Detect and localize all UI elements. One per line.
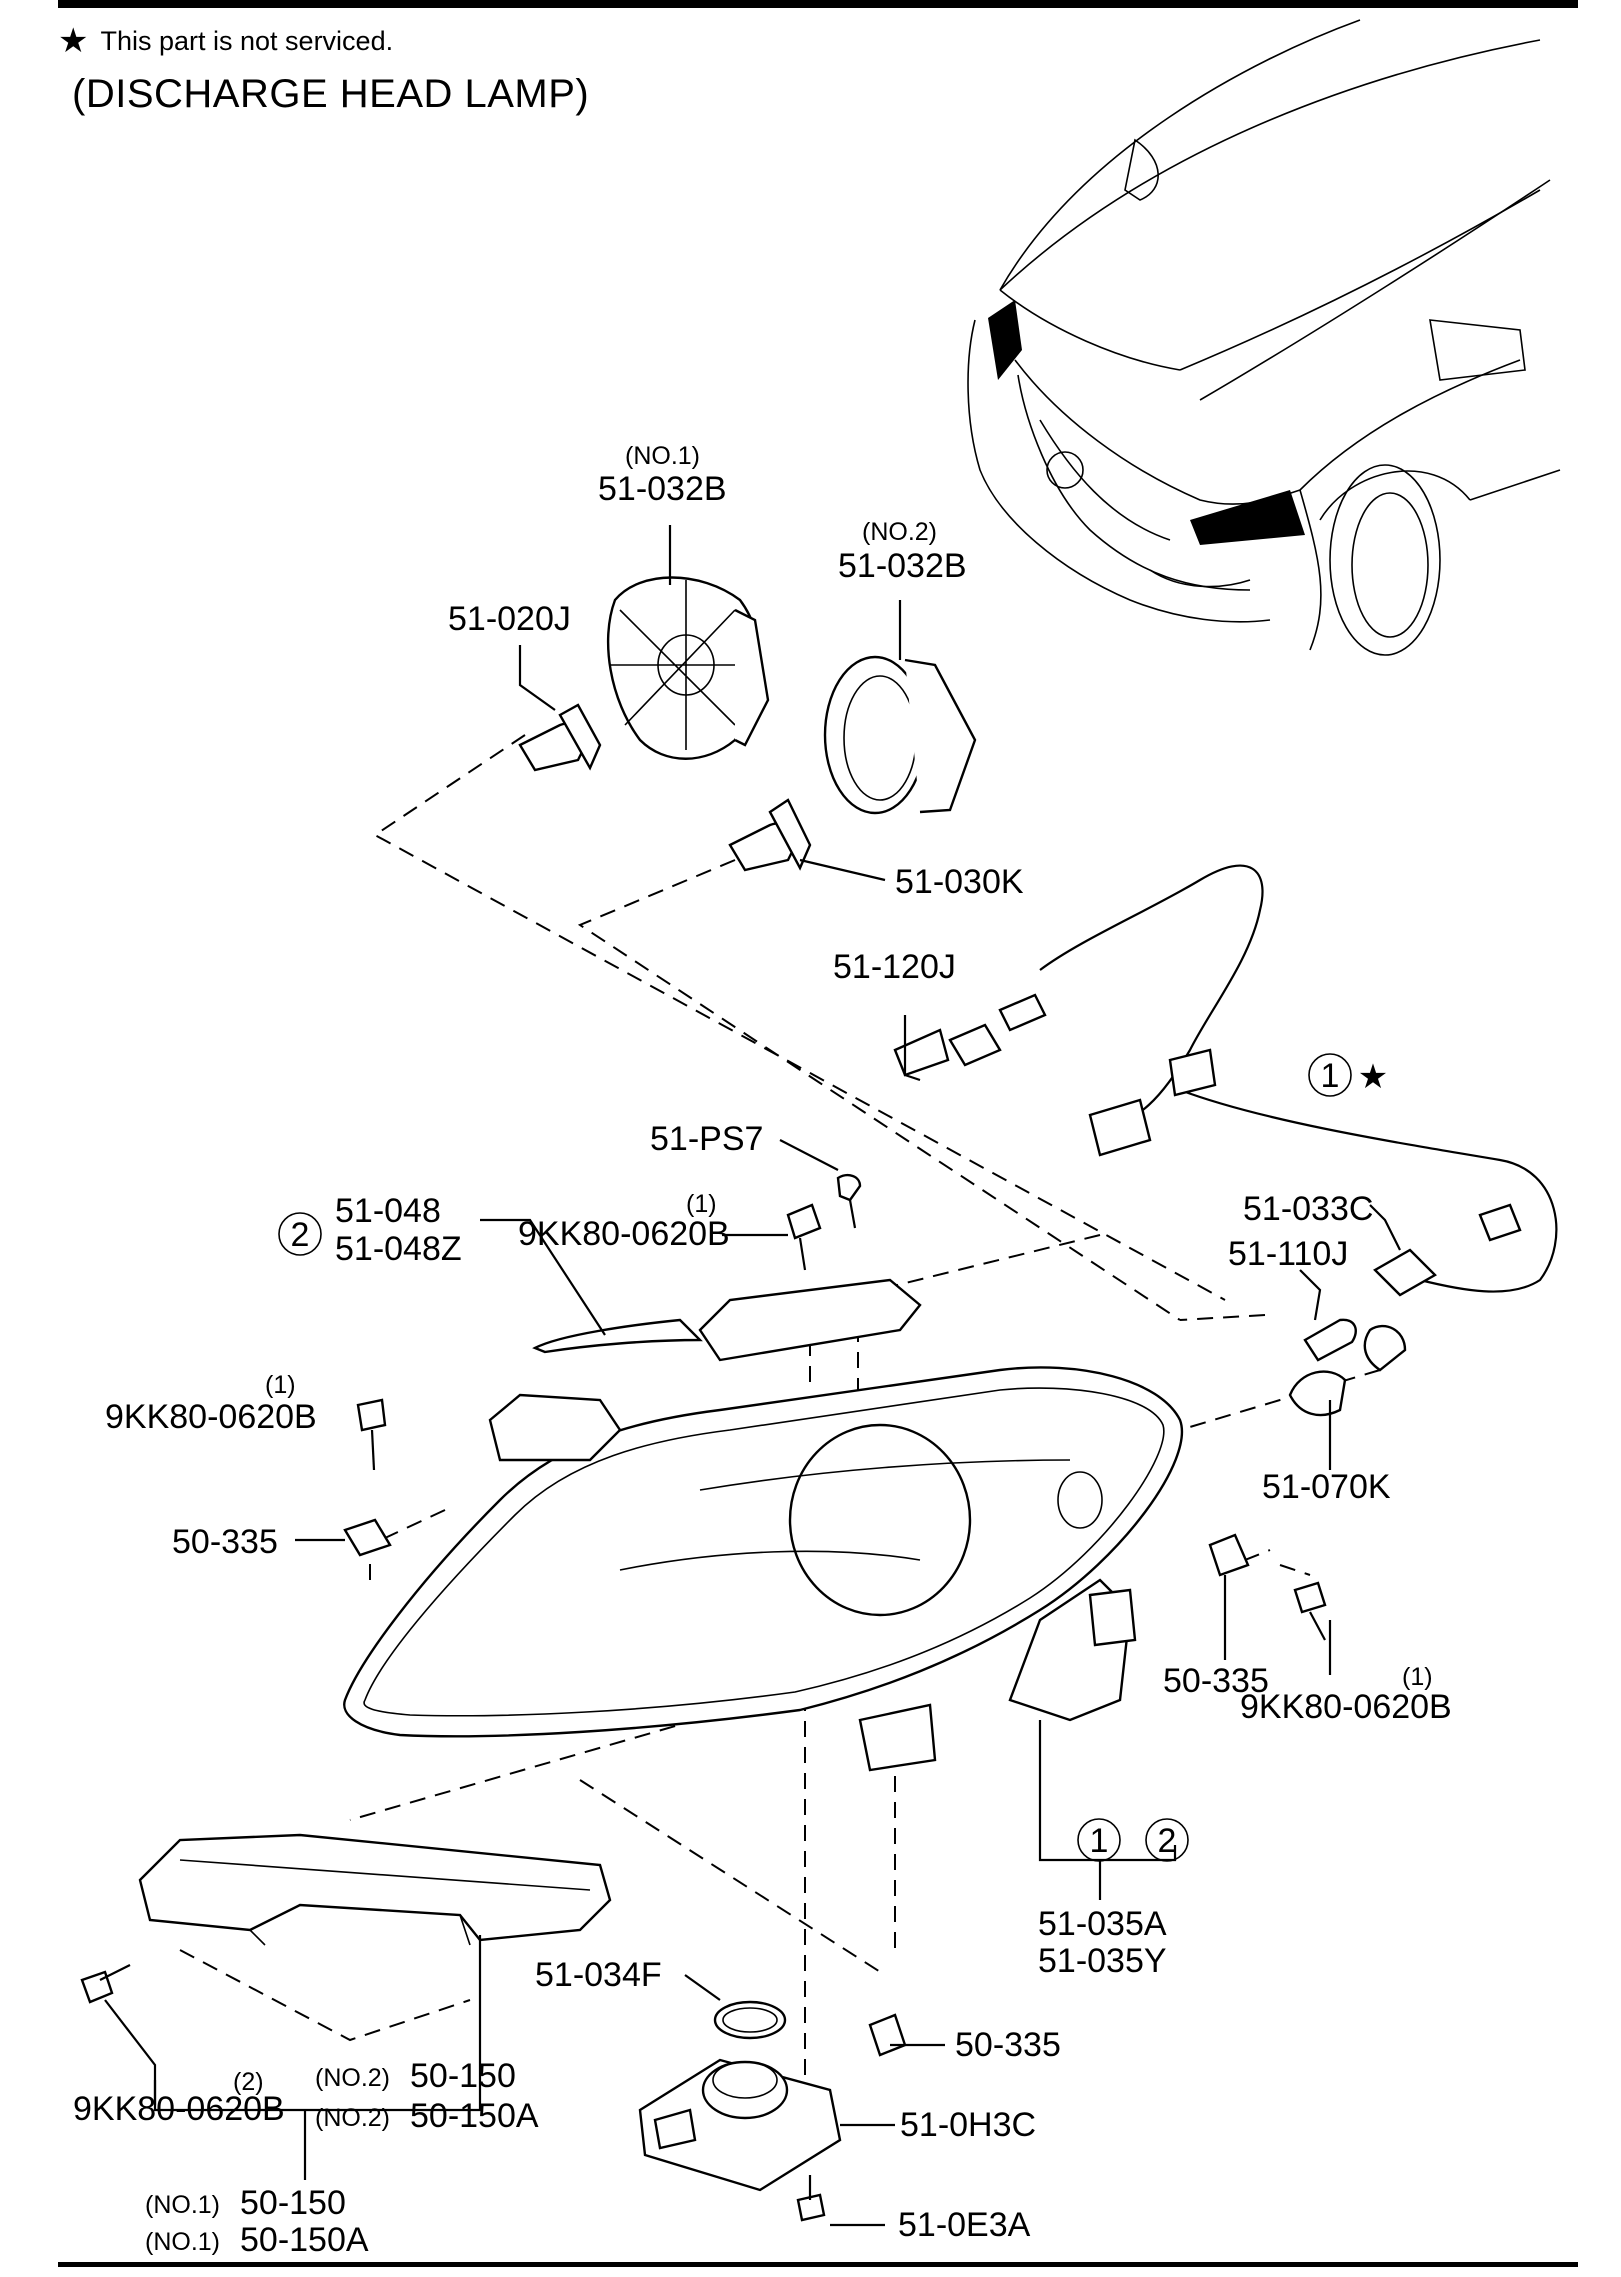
label-51-032b-no2: 51-032B bbox=[838, 547, 967, 585]
circled-ref-1-housing: 1 bbox=[1077, 1818, 1121, 1862]
label-51-034f: 51-034F bbox=[535, 1956, 662, 1994]
label-qualifier: (2) bbox=[233, 2068, 264, 2096]
bulb-cover-no2 bbox=[823, 655, 977, 815]
bulb-cover-no1 bbox=[606, 576, 770, 760]
label-qualifier: (1) bbox=[686, 1190, 717, 1218]
seal-ring bbox=[713, 2000, 787, 2040]
leader-lines bbox=[104, 525, 1401, 2227]
label-9kk80-left: 9KK80-0620B bbox=[105, 1398, 317, 1436]
label-51-070k: 51-070K bbox=[1262, 1468, 1391, 1506]
label-qualifier: (1) bbox=[1402, 1663, 1433, 1691]
svg-text:2: 2 bbox=[1158, 1822, 1177, 1860]
label-50-150a-no2: 50-150A bbox=[410, 2097, 539, 2135]
label-51-0h3c: 51-0H3C bbox=[900, 2106, 1036, 2144]
socket-51-033c bbox=[1373, 1248, 1437, 1297]
star-icon: ★ bbox=[58, 22, 89, 60]
label-51-030k: 51-030K bbox=[895, 863, 1024, 901]
ballast-unit bbox=[638, 2058, 842, 2192]
circled-ref-2-bracket: 2 bbox=[278, 1212, 322, 1256]
label-9kk80-lower: 9KK80-0620B bbox=[73, 2090, 285, 2128]
bracket-51-048 bbox=[532, 1318, 703, 1354]
label-51-020j: 51-020J bbox=[448, 600, 571, 638]
service-note: ★ This part is not serviced. bbox=[58, 24, 393, 58]
label-qualifier: (NO.2) bbox=[315, 2064, 390, 2092]
label-qualifier: (NO.1) bbox=[145, 2191, 220, 2219]
label-51-110j: 51-110J bbox=[1228, 1235, 1348, 1273]
label-51-033c: 51-033C bbox=[1243, 1190, 1373, 1228]
part-labels: (NO.1) 51-032B (NO.2) 51-032B 51-020J 51… bbox=[73, 442, 1452, 2259]
top-rule bbox=[58, 0, 1578, 8]
label-51-ps7: 51-PS7 bbox=[650, 1120, 763, 1158]
label-qualifier: (NO.1) bbox=[145, 2228, 220, 2256]
label-50-335-lower: 50-335 bbox=[955, 2026, 1061, 2064]
bulb-51-070k bbox=[1288, 1324, 1407, 1417]
clip-nut-icons bbox=[343, 1518, 1250, 2057]
star-icon: ★ bbox=[1358, 1058, 1388, 1096]
label-50-335-left: 50-335 bbox=[172, 1523, 278, 1561]
label-qualifier: (NO.2) bbox=[315, 2104, 390, 2132]
label-51-032b-no1: 51-032B bbox=[598, 470, 727, 508]
bulb-51-030k bbox=[728, 798, 812, 872]
label-51-120j: 51-120J bbox=[833, 948, 956, 986]
label-9kk80-right: 9KK80-0620B bbox=[1240, 1688, 1452, 1726]
svg-text:1: 1 bbox=[1321, 1057, 1340, 1095]
label-qualifier: (1) bbox=[265, 1371, 296, 1399]
label-50-150-no2: 50-150 bbox=[410, 2057, 516, 2095]
bulb-51-110j bbox=[1303, 1318, 1357, 1362]
label-qualifier: (NO.2) bbox=[862, 518, 937, 546]
service-note-text: This part is not serviced. bbox=[100, 25, 394, 56]
svg-text:1: 1 bbox=[1090, 1822, 1109, 1860]
label-qualifier: (NO.1) bbox=[625, 442, 700, 470]
label-9kk80-upper: 9KK80-0620B bbox=[518, 1215, 730, 1253]
label-51-048z: 51-048Z bbox=[335, 1230, 462, 1268]
lower-bracket-50-150 bbox=[138, 1833, 612, 1946]
vehicle-illustration bbox=[967, 19, 1561, 656]
label-50-335-right: 50-335 bbox=[1163, 1662, 1269, 1700]
circled-ref-1-harness: 1 ★ bbox=[1308, 1053, 1388, 1097]
label-51-035a: 51-035A bbox=[1038, 1905, 1167, 1943]
label-51-035y: 51-035Y bbox=[1038, 1942, 1167, 1980]
circled-ref-2-housing: 2 bbox=[1145, 1818, 1189, 1862]
headlamp-unit bbox=[343, 1278, 1183, 1772]
bottom-rule bbox=[58, 2262, 1578, 2267]
label-51-048: 51-048 bbox=[335, 1192, 441, 1230]
assembly-dash-lines bbox=[179, 734, 1381, 2085]
svg-text:2: 2 bbox=[291, 1216, 310, 1254]
bulb-51-020j bbox=[518, 703, 602, 772]
diagram-title: (DISCHARGE HEAD LAMP) bbox=[72, 72, 590, 116]
bolt-icons bbox=[80, 1174, 1327, 2222]
label-50-150-no1: 50-150 bbox=[240, 2184, 346, 2222]
label-50-150a-no1: 50-150A bbox=[240, 2221, 369, 2259]
wiring-harness bbox=[893, 864, 1558, 1293]
label-51-0e3a: 51-0E3A bbox=[898, 2206, 1031, 2244]
